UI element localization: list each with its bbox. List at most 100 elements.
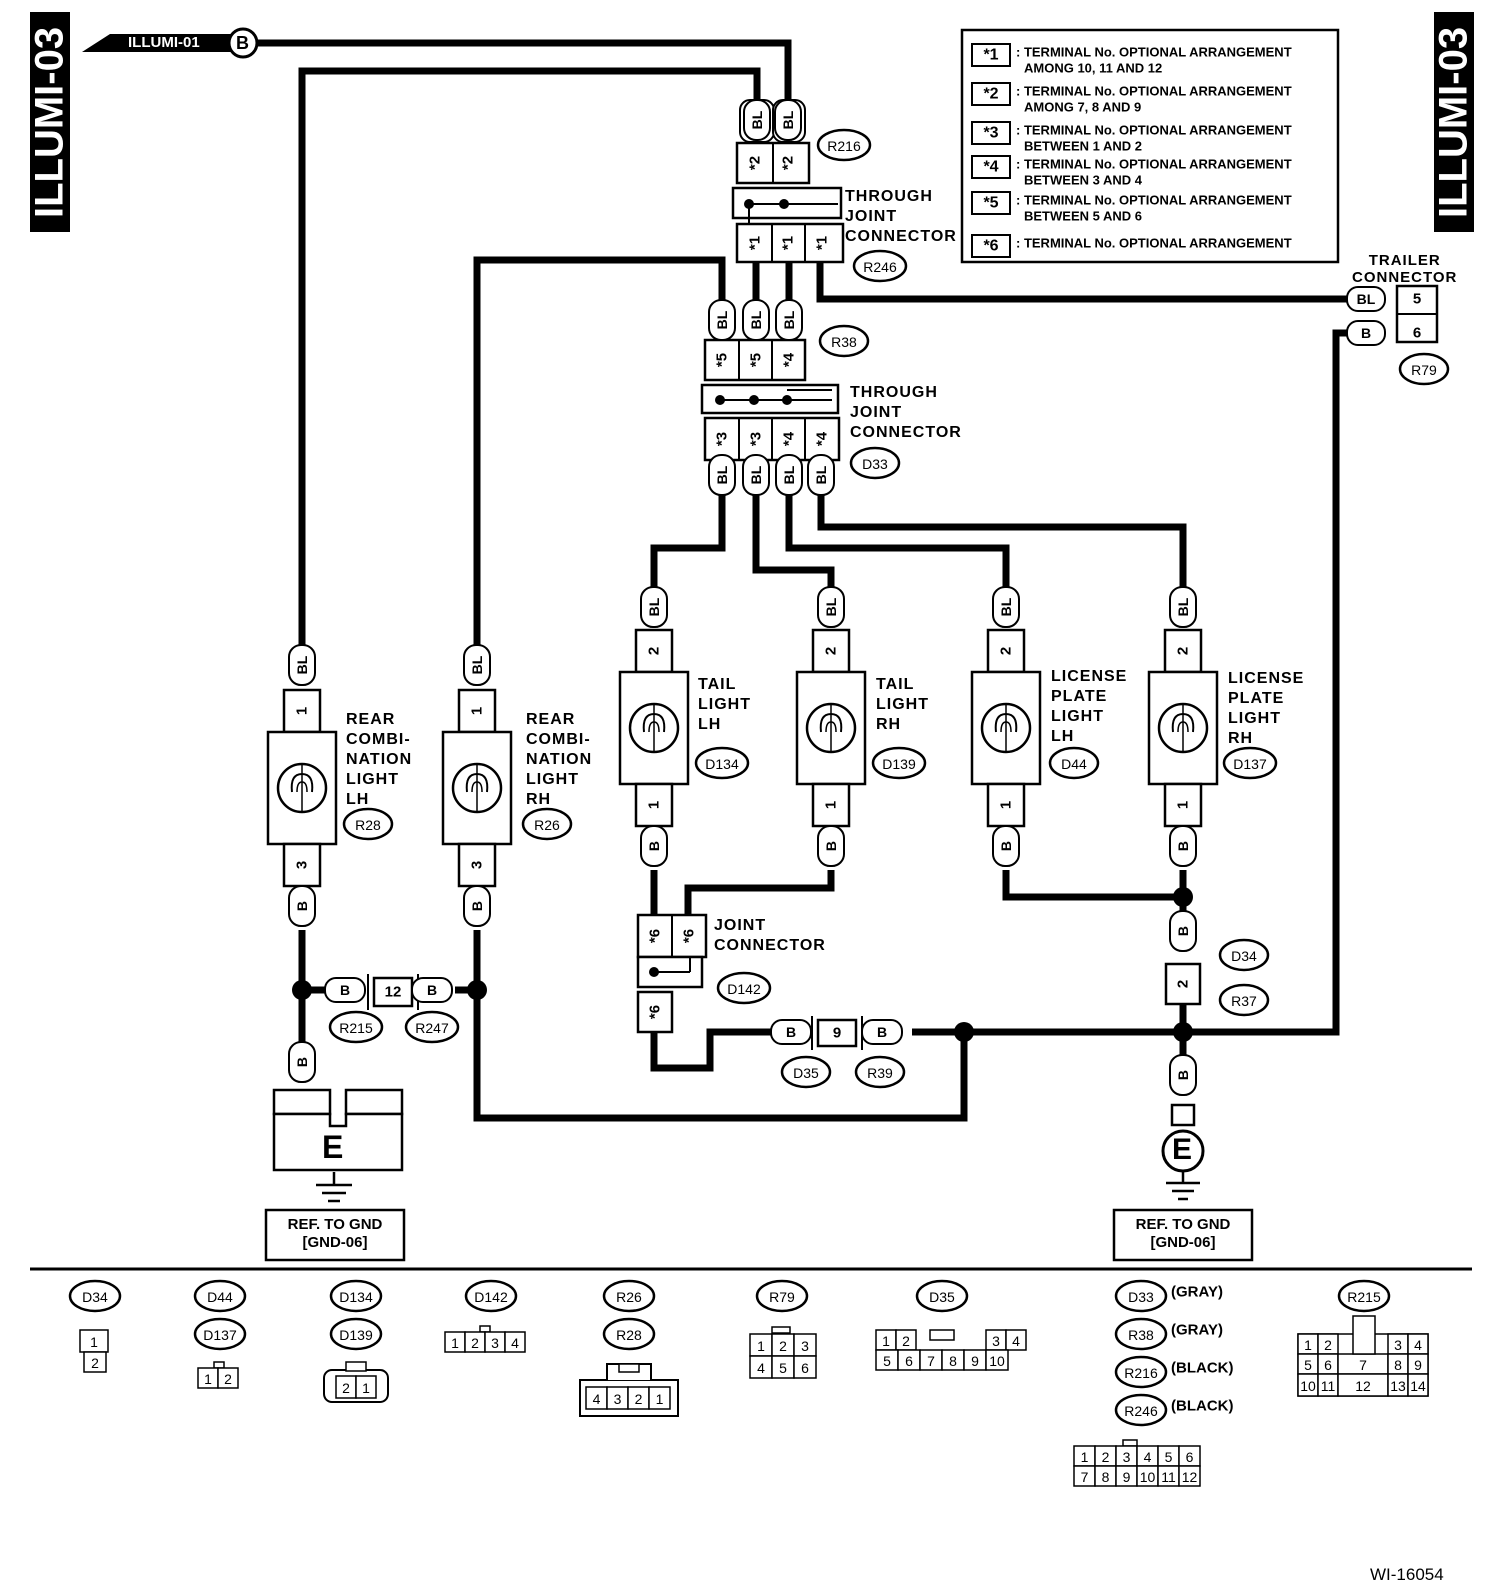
connector-id: R79 [769, 1289, 795, 1305]
wire-color-tag: B [640, 825, 668, 867]
wire-color-text: BL [748, 465, 764, 484]
legend-key: *4 [983, 159, 998, 176]
pin-number: 12 [1182, 1469, 1198, 1485]
legend-key: *2 [983, 86, 998, 103]
legend-frame [960, 28, 1340, 264]
pin-number: 1 [90, 1334, 98, 1350]
legend-entry: *3: TERMINAL No. OPTIONAL ARRANGEMENTBET… [971, 121, 1292, 154]
terminal-tag: 2 [1175, 647, 1192, 655]
connector-id: D33 [1128, 1289, 1154, 1305]
wire-color-text: B [469, 901, 485, 911]
wire-color-tag: B [288, 885, 316, 927]
connector-id: D44 [1061, 756, 1087, 772]
legend-text: : TERMINAL No. OPTIONAL ARRANGEMENT [1016, 236, 1292, 251]
wire-color-tag: B [770, 1019, 812, 1045]
terminal-tag: 2 [1175, 980, 1192, 988]
wire-color-tag: BL [1169, 586, 1197, 628]
connector-id-oval: R37 [1218, 983, 1270, 1017]
wire-color-tag: BL [807, 454, 835, 496]
pin-number: 10 [1140, 1469, 1156, 1485]
connector-id-oval: R39 [854, 1055, 906, 1089]
wire-color-tag: BL [742, 299, 770, 341]
terminal-tag: 2 [646, 647, 663, 655]
pin-number: 2 [635, 1391, 643, 1407]
pin-number: 2 [1102, 1449, 1110, 1465]
wire-color-text: B [646, 841, 662, 851]
legend-text: AMONG 10, 11 AND 12 [1024, 61, 1162, 76]
pin-number: 9 [971, 1353, 979, 1369]
wire-color-text: BL [294, 655, 310, 674]
connector-id: D44 [207, 1289, 233, 1305]
wire-color-tag: BL [775, 299, 803, 341]
label-trailer-connector: TRAILER CONNECTOR [1352, 252, 1458, 286]
legend-entry: *1: TERMINAL No. OPTIONAL ARRANGEMENTAMO… [971, 43, 1292, 76]
connector-id: D33 [862, 456, 888, 472]
legend-text: : TERMINAL No. OPTIONAL ARRANGEMENT [1016, 157, 1292, 172]
wire-color-tag: BL [640, 586, 668, 628]
wire-color-text: B [340, 982, 350, 998]
pin-number: 8 [1102, 1469, 1110, 1485]
connector-id-oval: R215 [328, 1010, 384, 1044]
wire-color-text: B [294, 1057, 310, 1067]
pin-number: 5 [1304, 1357, 1312, 1373]
wire-color-tag: B [861, 1019, 903, 1045]
label-ref-gnd-right: REF. TO GND [GND-06] [1135, 1216, 1231, 1251]
connector-id: R38 [1128, 1327, 1154, 1343]
terminal-tag: *3 [714, 432, 731, 446]
wire-color-tag: BL [288, 644, 316, 686]
label-ref-gnd-left: REF. TO GND [GND-06] [287, 1216, 383, 1251]
pin-number: 14 [1410, 1378, 1426, 1394]
pin-number: 4 [593, 1391, 601, 1407]
pin-number: 1 [451, 1335, 459, 1351]
label-license-plate-lh: LICENSE PLATE LIGHT LH [1051, 668, 1128, 745]
tail-light-lh [618, 628, 690, 828]
connector-id: R246 [863, 259, 897, 275]
wire-color-text: B [823, 841, 839, 851]
pin-number: 1 [1081, 1449, 1089, 1465]
connector-id: D137 [203, 1327, 237, 1343]
connector-d34-r37 [1164, 962, 1202, 1006]
pin-number: 7 [927, 1353, 935, 1369]
terminal-tag: 1 [646, 801, 663, 809]
terminal-tag: *1 [747, 236, 764, 250]
wire-color-tag: BL [463, 644, 491, 686]
label-through-joint-2: THROUGH JOINT CONNECTOR [850, 384, 962, 441]
connector-id: R216 [1124, 1365, 1158, 1381]
connector-id-oval: R247 [404, 1010, 460, 1044]
wire-color-text: B [1361, 325, 1371, 341]
legend-key: *3 [983, 125, 998, 142]
terminal-tag: 2 [823, 647, 840, 655]
label-through-joint-1: THROUGH JOINT CONNECTOR [845, 188, 957, 245]
legend-key: *1 [983, 47, 998, 64]
legend-text: : TERMINAL No. OPTIONAL ARRANGEMENT [1016, 123, 1292, 138]
connector-id-oval: R79 [1398, 352, 1450, 386]
terminal-tag: 2 [998, 647, 1015, 655]
legend-text: BETWEEN 5 AND 6 [1024, 209, 1142, 224]
terminal-tag: 1 [823, 801, 840, 809]
legend-entry: *2: TERMINAL No. OPTIONAL ARRANGEMENTAMO… [971, 82, 1292, 115]
pin-number: 4 [757, 1360, 765, 1376]
connector-id-oval: D134 [694, 746, 750, 780]
wire-color-text: BL [1357, 291, 1376, 307]
license-plate-light-lh [970, 628, 1042, 828]
connector-id-oval: D44 [1048, 746, 1100, 780]
wire-color-tag: BL [775, 454, 803, 496]
ref-gnd-box-right [1112, 1208, 1254, 1262]
pin-number: 3 [1123, 1449, 1131, 1465]
wire-color-text: BL [781, 465, 797, 484]
pin-number: 1 [204, 1371, 212, 1387]
terminal-tag: *5 [748, 353, 765, 367]
wire-color-tag: BL [708, 299, 736, 341]
pin-number: 5 [883, 1353, 891, 1369]
terminal-tag: 1 [998, 801, 1015, 809]
ground-terminal-right [1161, 1103, 1205, 1201]
pin-number: 4 [511, 1335, 519, 1351]
connector-id: R37 [1231, 993, 1257, 1009]
